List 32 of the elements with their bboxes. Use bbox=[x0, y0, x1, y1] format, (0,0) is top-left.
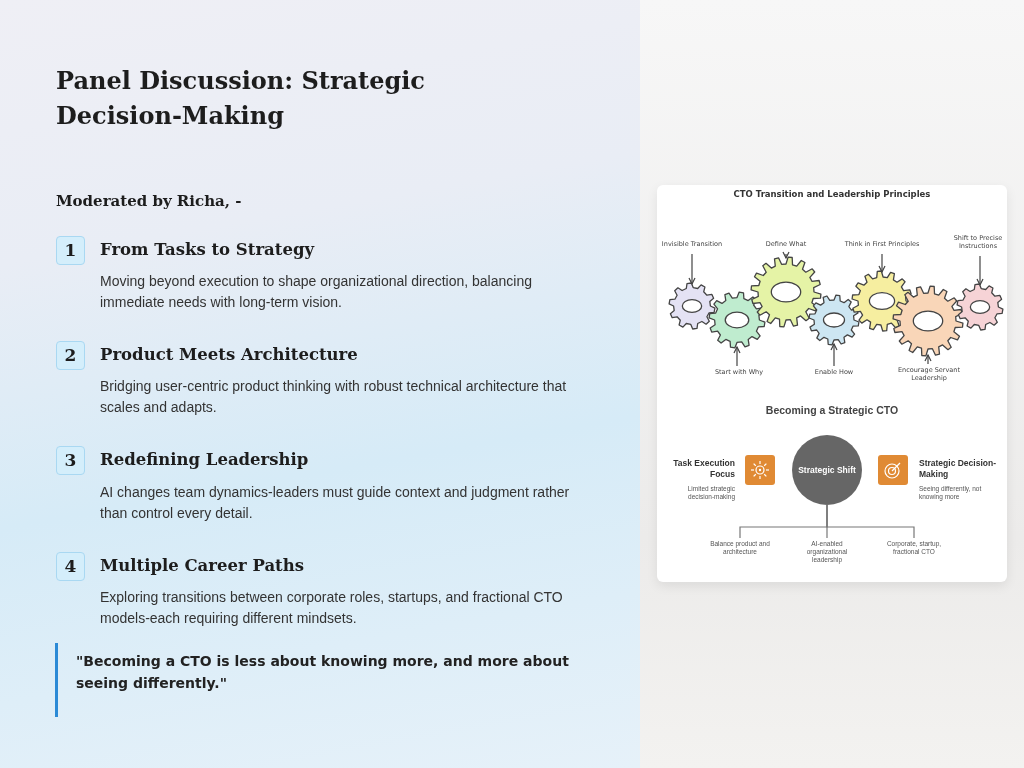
number-badge: 1 bbox=[56, 236, 85, 265]
number-badge: 3 bbox=[56, 446, 85, 475]
number-badge: 2 bbox=[56, 341, 85, 370]
item-description: Exploring transitions between corporate roles, startups, and fractional CTO models-each requiring different mindsets. bbox=[100, 588, 564, 628]
section-title: Becoming a Strategic CTO bbox=[764, 404, 900, 418]
gear-drawing bbox=[668, 282, 716, 330]
chart-title: CTO Transition and Leadership Principles bbox=[732, 189, 932, 199]
item-heading: Product Meets Architecture bbox=[100, 345, 358, 364]
gear-drawing bbox=[956, 283, 1004, 331]
stage-heading: Task Execution Focus bbox=[672, 458, 735, 480]
item-description: Bridging user-centric product thinking with robust technical architecture that scales and adapts. bbox=[100, 377, 568, 417]
arrow bbox=[976, 255, 984, 286]
connector-line bbox=[826, 504, 915, 539]
moderator-line: Moderated by Richa, - bbox=[56, 192, 242, 210]
item-heading: Redefining Leadership bbox=[100, 450, 309, 469]
arrow bbox=[688, 253, 696, 285]
arrow bbox=[830, 343, 838, 367]
item-heading: Multiple Career Paths bbox=[100, 556, 304, 575]
arrow bbox=[733, 346, 741, 367]
stage-heading: Strategic Decision-Making bbox=[919, 458, 997, 480]
item-description: AI changes team dynamics-leaders must guide context and judgment rather than control every detail. bbox=[100, 483, 571, 523]
arrow bbox=[878, 253, 886, 273]
slide-title: Panel Discussion: Strategic Decision-Making bbox=[56, 65, 426, 132]
number-badge: 4 bbox=[56, 552, 85, 581]
quote-text: "Becoming a CTO is less about knowing more, and more about seeing differently." bbox=[76, 652, 570, 694]
arrow bbox=[782, 251, 790, 259]
item-heading: From Tasks to Strategy bbox=[100, 240, 314, 259]
arrow bbox=[924, 354, 932, 365]
item-description: Moving beyond execution to shape organizational direction, balancing immediate needs with long-term vision. bbox=[100, 272, 533, 312]
gear-drawing bbox=[750, 256, 822, 328]
gear-drawing bbox=[892, 285, 964, 357]
gear-drawing bbox=[808, 294, 860, 346]
